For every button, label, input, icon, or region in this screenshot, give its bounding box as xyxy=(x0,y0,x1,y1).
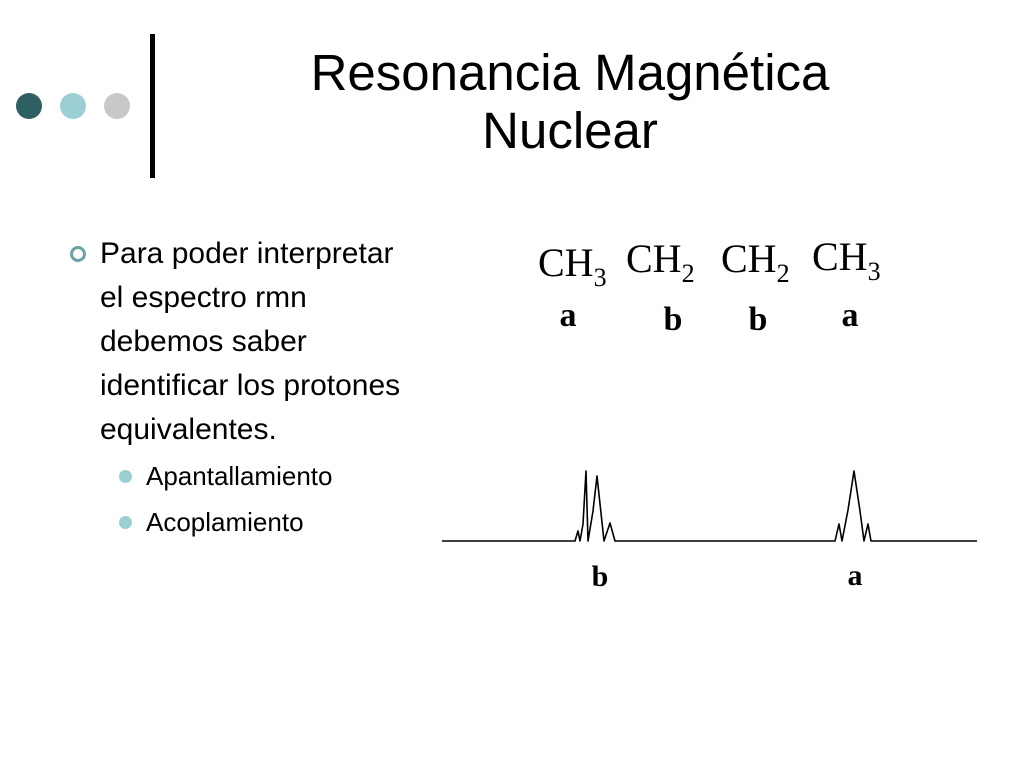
subbullet-item: Acoplamiento xyxy=(66,498,416,546)
ring-bullet-icon xyxy=(70,246,86,262)
subbullet-item: Apantallamiento xyxy=(66,452,416,500)
slide-title: Resonancia Magnética Nuclear xyxy=(160,44,980,160)
subbullet-text: Acoplamiento xyxy=(146,507,304,537)
group-label: a xyxy=(560,297,577,334)
title-line-2: Nuclear xyxy=(482,102,658,159)
slide-body: Para poder interpretar el espectro rmn d… xyxy=(66,232,416,546)
group-formula: CH3 xyxy=(538,240,607,292)
decor-dots xyxy=(16,93,136,121)
group-label: a xyxy=(842,297,859,334)
subbullet-text: Apantallamiento xyxy=(146,461,333,491)
group-formula: CH2 xyxy=(626,236,695,288)
bullet-item: Para poder interpretar el espectro rmn d… xyxy=(66,232,416,452)
group-formula: CH3 xyxy=(812,234,881,286)
group-label: b xyxy=(664,301,683,338)
group-label: b xyxy=(749,301,768,338)
bullet-text: Para poder interpretar el espectro rmn d… xyxy=(100,237,401,446)
nmr-figure: CH3 CH2 CH2 CH3 a b b a b a xyxy=(440,228,985,608)
nmr-diagram: CH3 CH2 CH2 CH3 a b b a b a xyxy=(442,234,977,593)
dot-bullet-icon xyxy=(119,470,132,483)
decor-dot-teal xyxy=(60,93,86,119)
title-line-1: Resonancia Magnética xyxy=(310,44,830,101)
peak-label: b xyxy=(592,560,609,593)
decor-dot-dark xyxy=(16,93,42,119)
group-formula: CH2 xyxy=(721,236,790,288)
peak-label: a xyxy=(848,559,863,592)
title-divider xyxy=(150,34,155,178)
dot-bullet-icon xyxy=(119,516,132,529)
nmr-spectrum-trace xyxy=(442,470,977,542)
decor-dot-gray xyxy=(104,93,130,119)
